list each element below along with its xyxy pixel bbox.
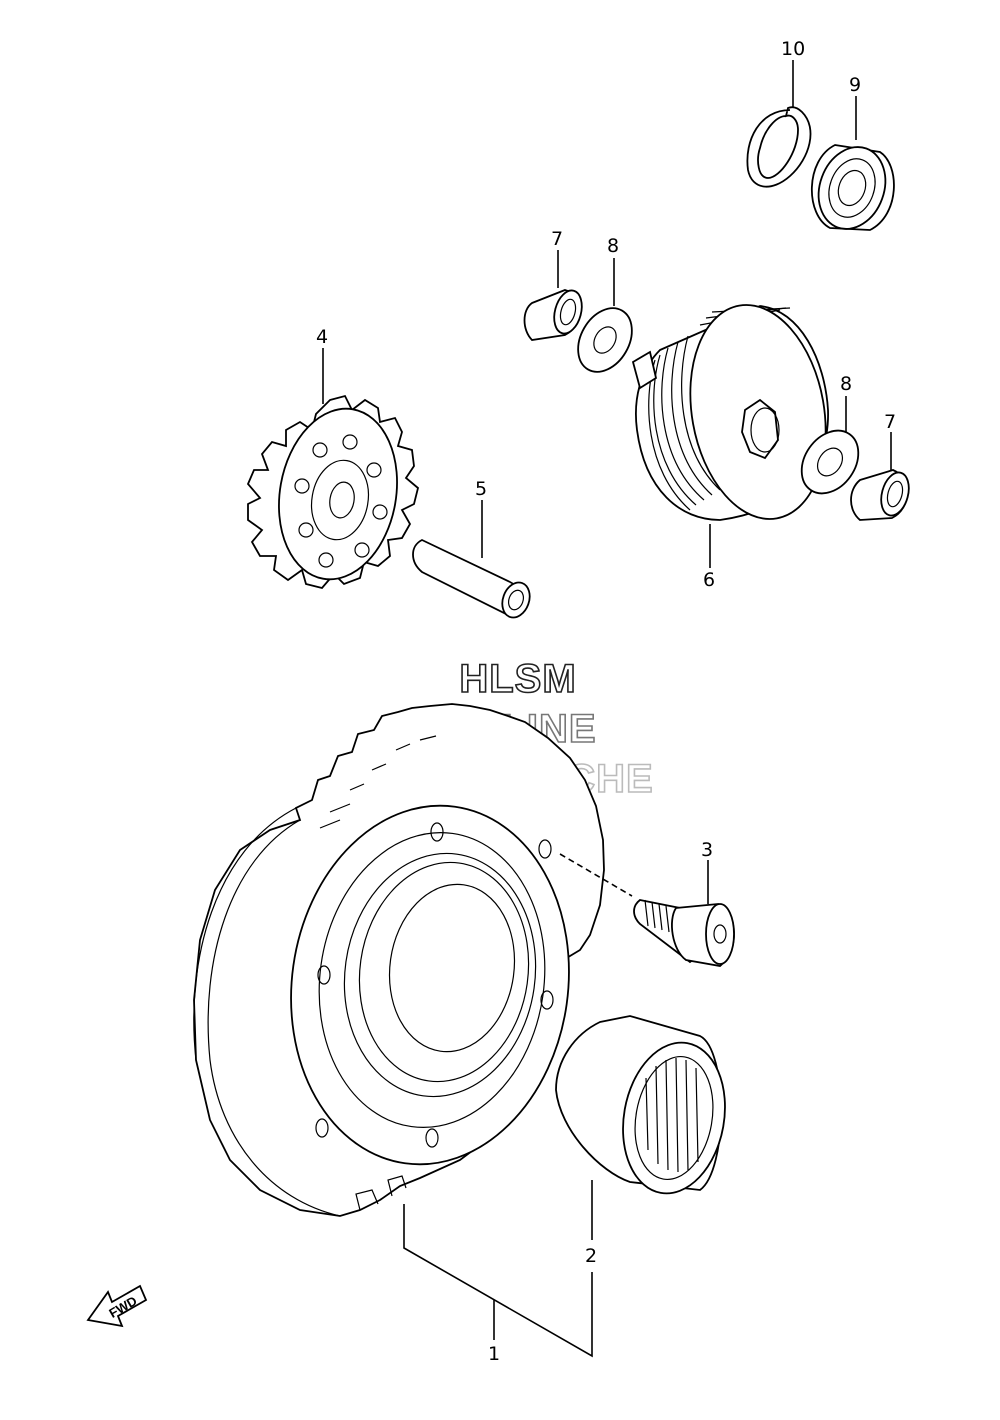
part-6-starter-clutch-assembly[interactable]: 6 (631, 294, 842, 591)
callout-7-upper[interactable]: 7 (551, 228, 563, 250)
callout-7-lower[interactable]: 7 (884, 411, 896, 433)
part-3-bolt[interactable]: 3 (559, 839, 735, 967)
callout-6[interactable]: 6 (703, 569, 715, 591)
callout-4[interactable]: 4 (316, 326, 328, 348)
part-7-bushing-lower[interactable]: 7 (850, 411, 913, 521)
callout-8-lower[interactable]: 8 (840, 373, 852, 395)
part-9-bearing[interactable]: 9 (808, 74, 897, 238)
part-1-starter-driven-gear[interactable] (193, 703, 605, 1217)
part-8-washer-lower[interactable]: 8 (790, 373, 870, 504)
part-8-washer-upper[interactable]: 8 (567, 235, 643, 381)
part-10-circlip[interactable]: 10 (746, 38, 812, 188)
part-5-idle-gear-shaft[interactable]: 5 (412, 478, 534, 621)
callout-8-upper[interactable]: 8 (607, 235, 619, 257)
callout-5[interactable]: 5 (475, 478, 487, 500)
watermark-line1: HLSM (459, 657, 576, 701)
part-4-idle-gear[interactable]: 4 (246, 326, 420, 590)
callout-1[interactable]: 1 (488, 1343, 500, 1365)
bolt-dash-line (559, 853, 633, 897)
fwd-arrow-icon: FWD (86, 1284, 148, 1328)
callout-9[interactable]: 9 (849, 74, 861, 96)
callout-3[interactable]: 3 (701, 839, 713, 861)
callout-2[interactable]: 2 (585, 1245, 597, 1267)
assembly-bracket-1: 1 (403, 1204, 593, 1365)
part-7-bushing-upper[interactable]: 7 (523, 228, 587, 341)
callout-10[interactable]: 10 (781, 38, 805, 60)
part-2-needle-bearing[interactable]: 2 (555, 1015, 736, 1267)
